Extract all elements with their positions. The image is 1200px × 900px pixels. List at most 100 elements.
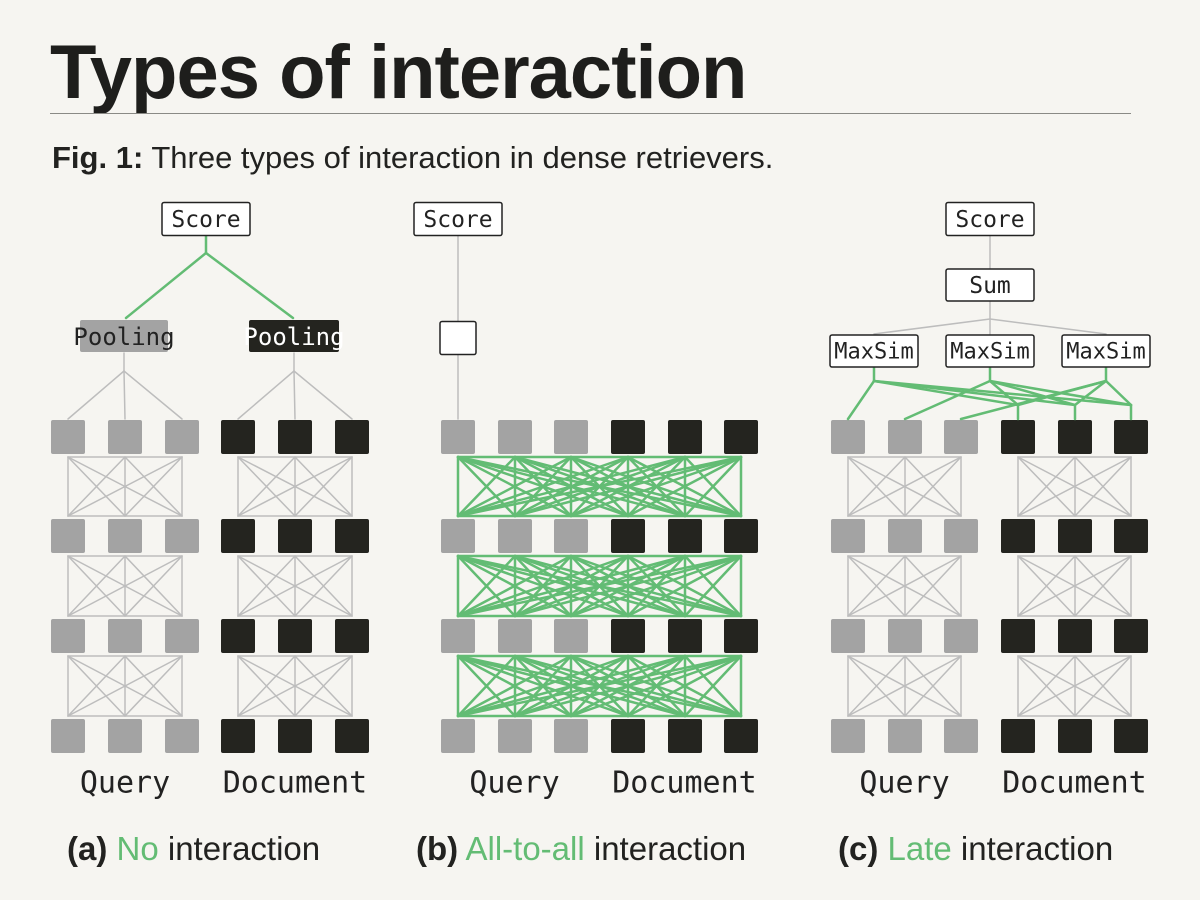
panel-a-document-token [221, 719, 255, 753]
panel-c-sum-line [873, 318, 991, 335]
panel-c-query-token [831, 420, 865, 454]
panel-a-document-token [335, 719, 369, 753]
panel-b-document-token [724, 420, 758, 454]
panel-b-document-token [611, 619, 645, 653]
panel-c-document-attention-line [1017, 555, 1076, 617]
panel-a-query-token [165, 619, 199, 653]
panel-b-attention-line [569, 554, 743, 618]
panel-b-highlight: All-to-all [465, 830, 585, 867]
panel-c-score-box [945, 201, 1035, 237]
panel-c-document-attention-line [1074, 655, 1132, 717]
page-title: Types of interaction [50, 30, 747, 115]
panel-a-document-pooling-line [293, 370, 353, 420]
panel-b-label: (b) All-to-all interaction [416, 828, 746, 870]
panel-b-attention-line [456, 654, 630, 718]
panel-c-document-token [1114, 719, 1148, 753]
panel-b-rest: interaction [584, 830, 747, 867]
panel-c-document-attention-line [1017, 456, 1076, 517]
panel-a-query-attention-line [67, 555, 126, 617]
panel-c-sum-box-label: Sum [969, 273, 1011, 299]
panel-a-query-attention-line [124, 456, 183, 517]
panel-c-document-attention-line [1074, 456, 1132, 517]
panel-b-query-token [498, 619, 532, 653]
panel-c-document-token [1058, 619, 1092, 653]
panel-b-document-token [724, 619, 758, 653]
panel-c-score-box-label: Score [955, 207, 1024, 233]
caption-text: Three types of interaction in dense retr… [143, 140, 774, 175]
panel-b-document-label: Document [612, 766, 757, 801]
panel-c-document-attention-line [1074, 555, 1132, 617]
panel-c-document-attention-line [1017, 655, 1076, 717]
panel-c-query-token [944, 519, 978, 553]
panel-b-query-token [554, 420, 588, 454]
panel-a-query-token [108, 519, 142, 553]
panel-a-document-pooling-line [293, 370, 296, 420]
panel-c-maxsim-box-label: MaxSim [950, 340, 1029, 365]
panel-a-document-token [278, 420, 312, 454]
panel-b-attention-line [456, 455, 517, 518]
panel-a-document-token [278, 519, 312, 553]
panel-c-document-token [1058, 420, 1092, 454]
panel-a-query-token [165, 420, 199, 454]
panel-b-query-token [441, 519, 475, 553]
panel-c-document-label: Document [1002, 766, 1147, 801]
panel-c-maxsim-box [829, 334, 919, 368]
panel-a-document-attention-line [294, 655, 353, 717]
panel-a-query-token [51, 619, 85, 653]
panel-c-query-attention-line [847, 655, 906, 717]
panel-a-query-pooling-box-label: Pooling [73, 323, 174, 351]
panel-a-query-attention-line [124, 655, 183, 717]
panel-b-document-token [611, 420, 645, 454]
panel-c-query-attention-line [904, 655, 962, 717]
panel-c-document-token [1114, 519, 1148, 553]
panel-b-attention-line [456, 654, 517, 718]
caption-prefix: Fig. 1: [52, 140, 144, 175]
panel-a-query-token [51, 420, 85, 454]
panel-a-query-token [51, 719, 85, 753]
panel-c-maxsim-box-label: MaxSim [1066, 340, 1145, 365]
panel-a-score-box [161, 201, 251, 237]
panel-a-query-pooling-line [67, 370, 125, 420]
panel-c-maxsim-link [988, 379, 1077, 407]
panel-b-attention-line [456, 455, 630, 518]
panel-b-document-token [668, 619, 702, 653]
panel-a-query-token [108, 719, 142, 753]
figure-caption: Fig. 1: Three types of interaction in de… [52, 138, 773, 178]
panel-c-sum-line [989, 318, 1107, 335]
title-divider [50, 113, 1131, 114]
panel-b-document-token [724, 719, 758, 753]
panel-a-query-token [165, 519, 199, 553]
panel-a-query-pooling-line [123, 370, 183, 420]
panel-a-query-token [108, 619, 142, 653]
panel-b-attention-line [456, 554, 630, 618]
panel-a-score-line [124, 251, 208, 320]
panel-a-query-token [108, 420, 142, 454]
panel-a-document-token [221, 619, 255, 653]
panel-b-document-token [611, 719, 645, 753]
panel-a-document-pooling-box [249, 320, 339, 352]
panel-b-query-token [498, 420, 532, 454]
panel-a-score-box-label: Score [171, 207, 240, 233]
panel-a-document-token [335, 619, 369, 653]
panel-c-query-token [831, 519, 865, 553]
panel-a-query-token [51, 519, 85, 553]
panel-c-document-token [1001, 519, 1035, 553]
panel-c-query-token [831, 619, 865, 653]
panel-b-score-box [413, 201, 503, 237]
panel-a-document-token [335, 420, 369, 454]
panel-b-attention-line [683, 455, 743, 518]
panel-b-attention-line [456, 554, 517, 618]
panel-c-query-token [888, 619, 922, 653]
panel-c-maxsim-box-label: MaxSim [834, 340, 913, 365]
panel-a-document-label: Document [223, 766, 368, 801]
panel-b-query-token [441, 619, 475, 653]
panel-c-query-token [888, 719, 922, 753]
panel-c-query-label: Query [859, 766, 949, 801]
panel-c-query-token [944, 420, 978, 454]
panel-a-query-pooling-line [123, 370, 126, 420]
panel-c-query-attention-line [847, 555, 906, 617]
panel-b-attention-line [569, 654, 743, 718]
panel-a-highlight: No [116, 830, 159, 867]
panel-b-query-token [554, 619, 588, 653]
panel-c-document-token [1058, 519, 1092, 553]
